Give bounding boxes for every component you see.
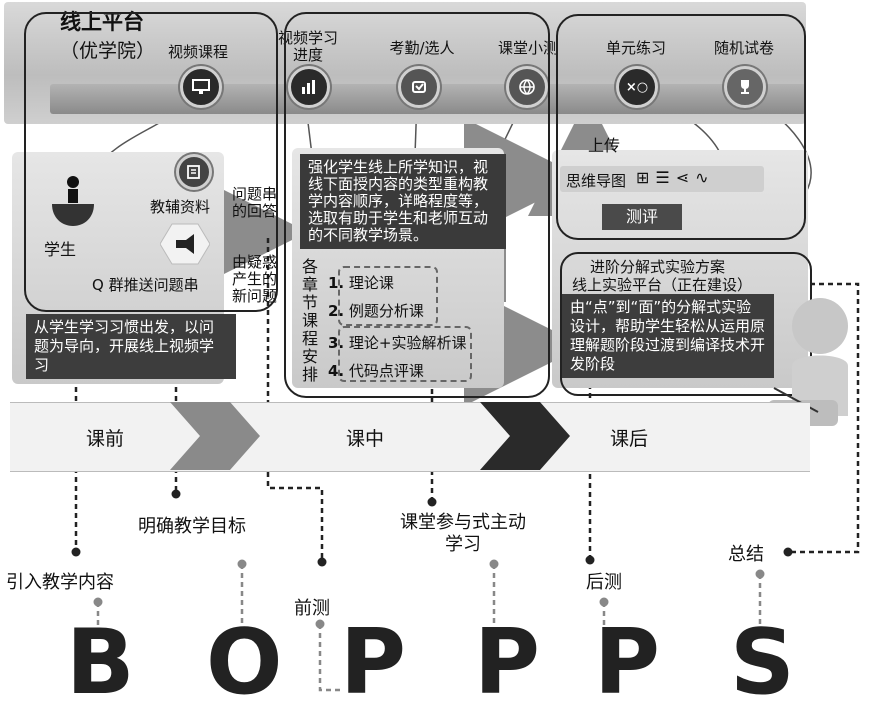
evaluate-button[interactable]: 测评 bbox=[602, 204, 682, 230]
mindmap-bar bbox=[560, 166, 764, 192]
mindmap-tool-icons: ⊞☰⋖∿ bbox=[636, 168, 715, 187]
in-class-description: 强化学生线上所学知识，视线下面授内容的类型重构教学内容顺序，详略程度等，选取有助… bbox=[300, 154, 506, 249]
bopps-label-objective: 明确教学目标 bbox=[138, 516, 246, 537]
lesson-item: 4. 代码点评课 bbox=[328, 362, 424, 380]
lesson-group-2 bbox=[338, 326, 472, 382]
lab-note: 由“点”到“面”的分解式实验设计，帮助学生轻松从运用原理解题阶段过渡到编译技术开… bbox=[562, 294, 774, 378]
stage-pre-class: 课前 bbox=[86, 428, 125, 450]
globe-icon[interactable] bbox=[506, 66, 548, 108]
trophy-icon[interactable] bbox=[724, 66, 766, 108]
lesson-item: 2. 例题分析课 bbox=[328, 302, 424, 320]
pre-class-note: 从学生学习习惯出发，以问题为导向，开展线上视频学习 bbox=[26, 314, 236, 379]
student-label: 学生 bbox=[44, 240, 77, 259]
module-label-quiz: 课堂小测 bbox=[497, 39, 558, 57]
bopps-letter-p3: P bbox=[594, 610, 660, 715]
upload-label: 上传 bbox=[588, 136, 621, 155]
stage-post-class: 课后 bbox=[610, 428, 649, 450]
pre-class-outline bbox=[24, 12, 278, 312]
platform-subtitle: （优学院） bbox=[60, 40, 156, 62]
notepad-icon bbox=[176, 154, 212, 190]
tactics-icon[interactable]: ×○ bbox=[616, 66, 658, 108]
mindmap-label: 思维导图 bbox=[566, 172, 627, 190]
lesson-item: 1. 理论课 bbox=[328, 274, 394, 292]
module-label-video-course: 视频课程 bbox=[167, 43, 228, 61]
hand-icon[interactable] bbox=[398, 66, 440, 108]
bopps-letter-p2: P bbox=[474, 610, 540, 715]
platform-title: 线上平台 bbox=[60, 10, 144, 34]
bar-chart-icon[interactable] bbox=[288, 66, 330, 108]
bopps-letter-b: B bbox=[66, 610, 135, 715]
bopps-label-summary: 总结 bbox=[728, 544, 764, 565]
bopps-label-participatory: 课堂参与式主动 学习 bbox=[400, 512, 526, 555]
megaphone-icon bbox=[159, 222, 211, 266]
q-group-label: Q 群推送问题串 bbox=[92, 276, 199, 294]
chapter-label: 各章节课程安排 bbox=[302, 257, 319, 384]
bopps-letter-s: S bbox=[730, 610, 795, 715]
stage-in-class: 课中 bbox=[346, 428, 385, 450]
bopps-label-post-test: 后测 bbox=[586, 572, 622, 593]
chevron-right-icon bbox=[480, 402, 570, 470]
materials-label: 教辅资料 bbox=[150, 198, 211, 216]
stage-band bbox=[10, 402, 810, 472]
answer-label: 问题串的回答 bbox=[232, 185, 278, 220]
monitor-icon[interactable] bbox=[180, 66, 222, 108]
lab-title-line1: 进阶分解式实验方案 bbox=[590, 258, 726, 276]
new-questions-label: 由疑惑产生的新问题 bbox=[232, 253, 278, 305]
bopps-label-pre-test: 前测 bbox=[294, 598, 330, 619]
module-label-attendance: 考勤/选人 bbox=[389, 39, 455, 57]
lesson-group-1 bbox=[338, 266, 438, 326]
bopps-label-bridge-in: 引入教学内容 bbox=[6, 572, 114, 593]
lesson-item: 3. 理论+实验解析课 bbox=[328, 334, 467, 352]
bopps-letter-o: O bbox=[206, 610, 283, 715]
bopps-letter-p1: P bbox=[340, 610, 406, 715]
module-label-unit-practice: 单元练习 bbox=[605, 39, 666, 57]
post-class-outline bbox=[556, 14, 806, 240]
module-label-random-paper: 随机试卷 bbox=[713, 39, 774, 57]
student-icon bbox=[50, 172, 96, 228]
chevron-right-icon bbox=[170, 402, 260, 470]
in-class-outline bbox=[284, 12, 550, 398]
lab-title-line2: 线上实验平台（正在建设） bbox=[572, 276, 753, 294]
